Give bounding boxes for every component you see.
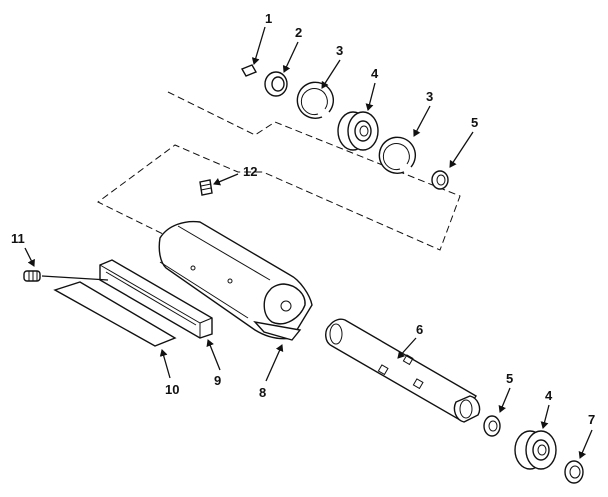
label-9: 9: [214, 373, 221, 388]
dashed-group-outline: [97, 91, 461, 251]
part-8-cutterhead: [158, 220, 313, 341]
part-12-set-screw: [199, 179, 213, 196]
part-11-screw: [23, 270, 41, 282]
label-6: 6: [416, 322, 423, 337]
part-10-knife-blade: [53, 281, 177, 347]
label-5-upper: 5: [471, 115, 478, 130]
label-3-upper: 3: [336, 43, 343, 58]
part-4-bearing-lower: [514, 430, 557, 470]
part-2-collar: [264, 71, 288, 97]
part-4-bearing-upper: [337, 111, 379, 151]
part-6-shaft: [325, 318, 481, 423]
label-3-lower: 3: [426, 89, 433, 104]
part-5-retaining-ring-upper: [431, 170, 449, 190]
label-4-upper: 4: [371, 66, 379, 81]
part-3-snap-ring-upper: [296, 81, 335, 119]
label-10: 10: [165, 382, 179, 397]
part-5-retaining-ring-lower: [483, 415, 501, 437]
label-11: 11: [11, 231, 25, 246]
label-2: 2: [295, 25, 302, 40]
label-1: 1: [265, 11, 272, 26]
part-1-key: [240, 64, 258, 77]
label-4-lower: 4: [545, 388, 553, 403]
label-5-lower: 5: [506, 371, 513, 386]
label-12: 12: [243, 164, 257, 179]
label-8: 8: [259, 385, 266, 400]
part-7-retaining-ring: [564, 460, 584, 484]
label-7: 7: [588, 412, 595, 427]
part-3-snap-ring-lower: [378, 136, 417, 174]
